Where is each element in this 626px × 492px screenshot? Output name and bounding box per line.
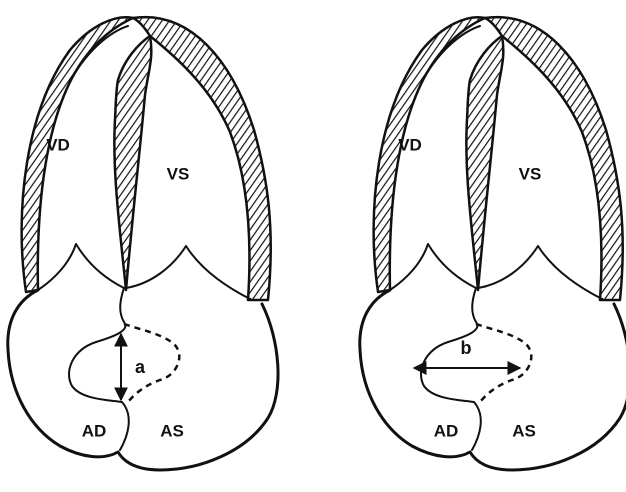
tricuspid-valve-leaflets: [390, 244, 476, 290]
heart-panel-a: a VD VS AD AS: [8, 17, 278, 470]
atria-outline: [8, 290, 278, 470]
tricuspid-valve-leaflets: [38, 244, 124, 290]
lv-label: VS: [519, 164, 542, 183]
rv-label: VD: [46, 135, 70, 154]
la-label: AS: [512, 421, 536, 440]
fossa-ovalis-dashed: [476, 324, 531, 402]
heart-panel-b: b VD VS AD AS: [360, 17, 626, 470]
lv-free-wall: [485, 17, 623, 300]
rv-label: VD: [398, 135, 422, 154]
ra-label: AD: [434, 421, 459, 440]
ra-label: AD: [82, 421, 107, 440]
lv-free-wall: [133, 17, 271, 300]
fossa-ovalis-dashed: [124, 324, 179, 402]
interventricular-septum: [466, 36, 503, 290]
atria-outline: [360, 290, 626, 470]
measure-a-label: a: [135, 357, 146, 377]
lv-label: VS: [167, 164, 190, 183]
interventricular-septum: [114, 36, 151, 290]
mitral-valve-leaflets: [478, 246, 604, 300]
measure-b-label: b: [461, 338, 472, 358]
la-label: AS: [160, 421, 184, 440]
mitral-valve-leaflets: [126, 246, 252, 300]
